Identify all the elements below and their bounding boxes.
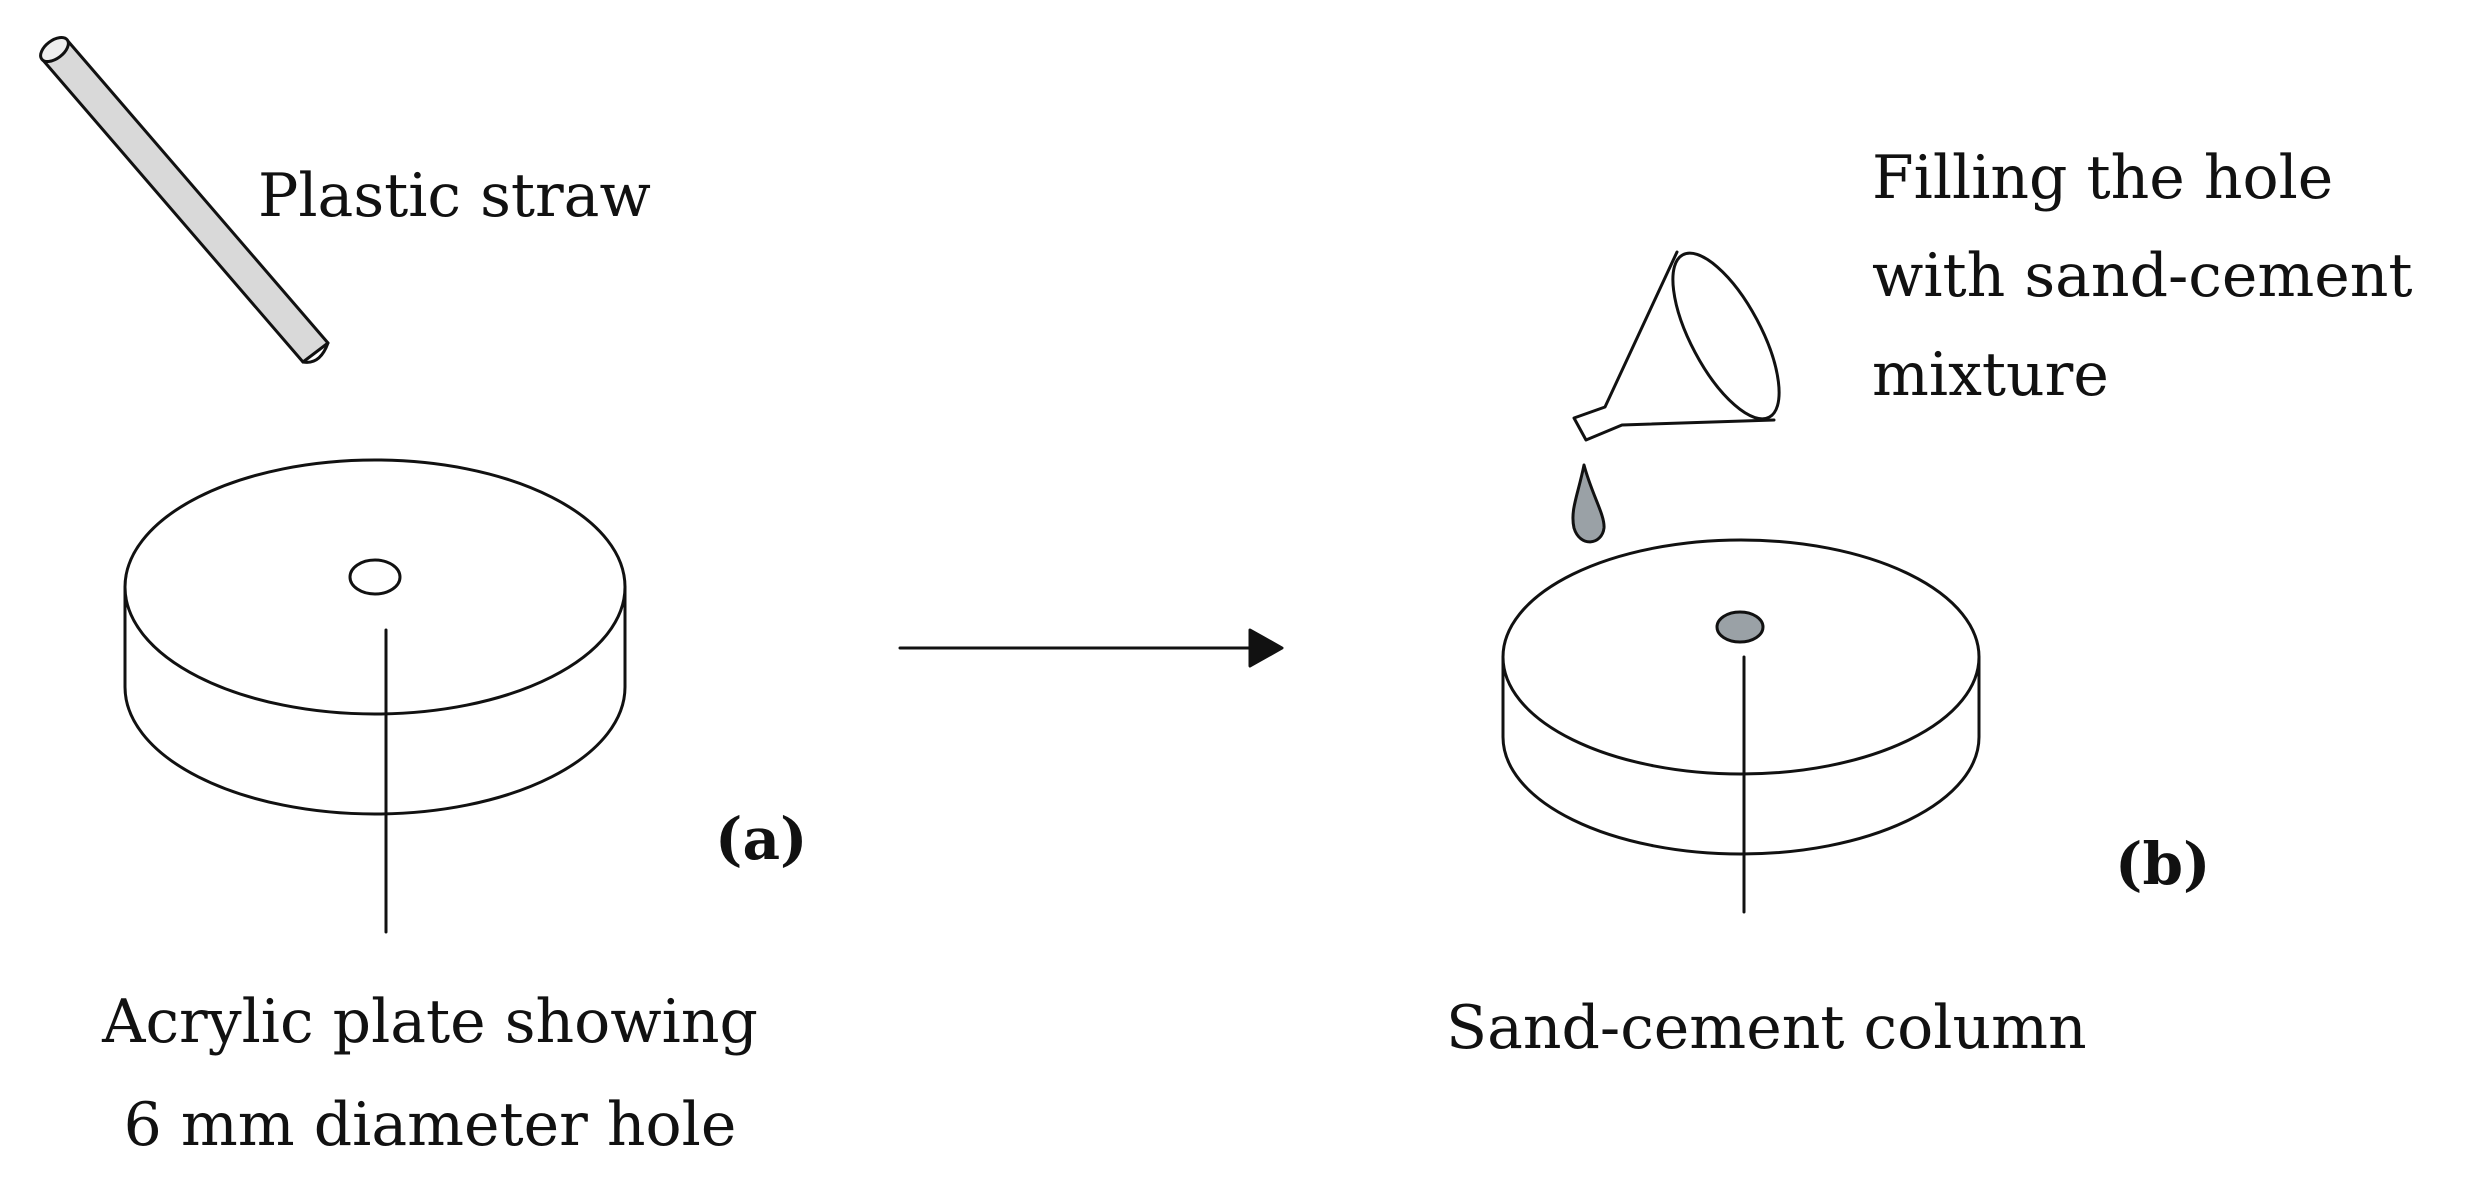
arrow-right-icon xyxy=(898,628,1284,668)
sand-cement-plate-icon xyxy=(1501,538,1981,856)
plate-hole-icon xyxy=(348,558,402,596)
filled-hole-icon xyxy=(1715,610,1765,644)
plate-label-line1: Acrylic plate showing xyxy=(102,987,758,1057)
mixture-drop-icon xyxy=(1571,463,1606,544)
plastic-straw-icon xyxy=(39,35,330,364)
plate-label-line2: 6 mm diameter hole xyxy=(123,1090,737,1160)
acrylic-plate-icon xyxy=(123,458,627,816)
panel-b-label: (b) xyxy=(2115,830,2211,898)
fill-label-line3: mixture xyxy=(1872,340,2109,410)
straw-label: Plastic straw xyxy=(258,161,651,231)
funnel-icon xyxy=(1572,250,1781,442)
fill-label-line2: with sand-cement xyxy=(1872,241,2413,311)
fill-label-line1: Filling the hole xyxy=(1872,143,2334,213)
column-label: Sand-cement column xyxy=(1446,993,2087,1063)
panel-a-label: (a) xyxy=(715,805,808,873)
